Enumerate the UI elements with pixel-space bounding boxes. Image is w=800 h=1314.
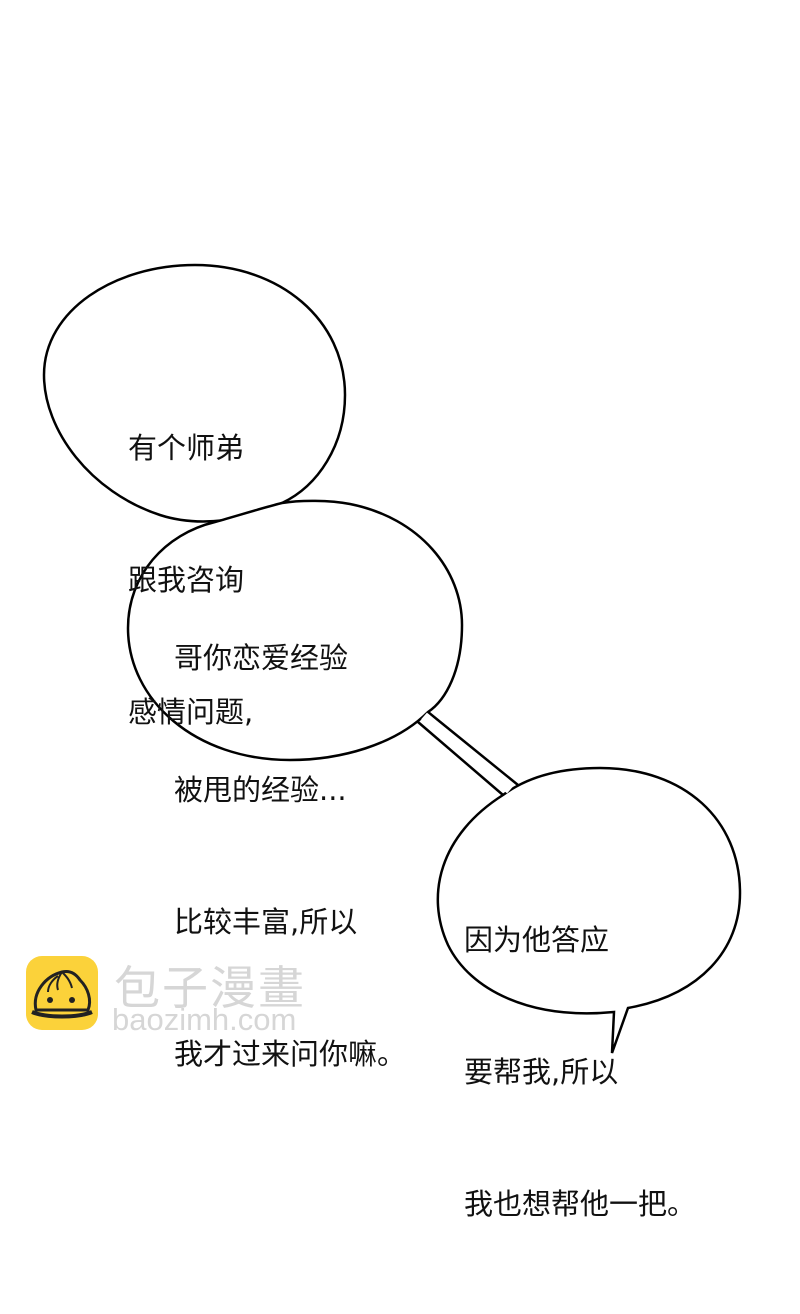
- bun-logo-icon: [26, 956, 98, 1030]
- speech-bubble-1: [42, 263, 347, 523]
- dialogue-line: 感情问题,: [128, 695, 254, 729]
- dialogue-line: 跟我咨询: [128, 563, 245, 597]
- speech-bubble-3: [436, 766, 742, 1054]
- watermark: 包子漫畫 baozimh.com: [26, 956, 326, 1037]
- dialogue-line: 我也想帮他一把。: [464, 1187, 697, 1221]
- speech-bubble-3-text: 因为他答应 要帮我,所以 我也想帮他一把。: [464, 830, 696, 1314]
- dialogue-line: 比较丰富,所以: [174, 905, 358, 939]
- dialogue-line: 哥你恋爱经验: [174, 641, 349, 675]
- dialogue-line: 有个师弟: [128, 431, 245, 465]
- dialogue-line: 我才过来问你嘛。: [174, 1037, 407, 1071]
- bubble-connector: [417, 711, 519, 796]
- speech-bubbles-outline: [42, 263, 742, 1054]
- watermark-title: 包子漫畫: [114, 961, 306, 1015]
- speech-bubble-1-text: 有个师弟 跟我咨询 感情问题,: [128, 338, 253, 822]
- speech-bubble-2: [126, 499, 464, 762]
- watermark-url: baozimh.com: [112, 1002, 297, 1037]
- dialogue-line: 要帮我,所以: [464, 1055, 619, 1089]
- speech-bubble-2-text: 哥你恋爱经验 被甩的经验... 比较丰富,所以 我才过来问你嘛。: [174, 548, 406, 1164]
- dialogue-line: 被甩的经验...: [174, 773, 347, 807]
- dialogue-line: 因为他答应: [464, 923, 610, 957]
- comic-panel: 有个师弟 跟我咨询 感情问题, 哥你恋爱经验 被甩的经验... 比较丰富,所以 …: [26, 263, 742, 1221]
